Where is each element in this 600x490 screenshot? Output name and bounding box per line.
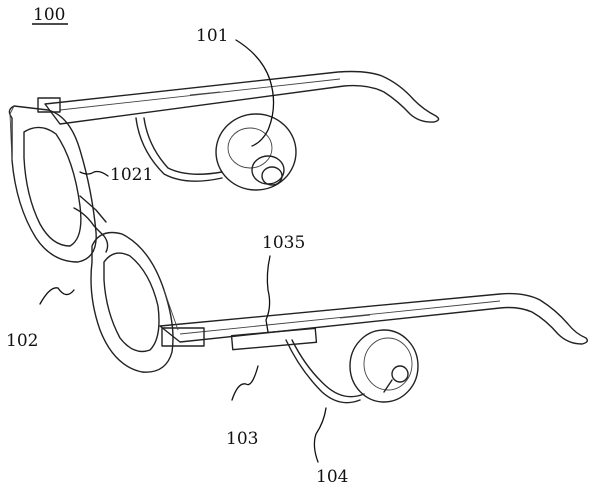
- lower-hinge: [161, 327, 205, 347]
- label-104: 104: [316, 467, 348, 487]
- label-1035: 1035: [262, 233, 305, 253]
- leader-104: [313, 407, 327, 463]
- upper-earbud: [135, 113, 297, 191]
- leader-1021: [79, 170, 109, 177]
- figure-number: 100: [32, 5, 68, 25]
- temple-module: [230, 327, 318, 351]
- label-103: 103: [226, 429, 258, 449]
- upper-temple-arm: [37, 70, 440, 125]
- bridge: [73, 195, 109, 253]
- leader-102: [39, 287, 75, 305]
- figure-number-text: 100: [33, 5, 65, 25]
- upper-hinge: [37, 97, 61, 113]
- lower-temple-arm: [159, 292, 589, 347]
- leader-1035: [265, 255, 271, 333]
- label-102: 102: [6, 331, 38, 351]
- label-1021: 1021: [110, 165, 153, 185]
- right-rim: [90, 231, 179, 373]
- leader-101: [235, 39, 275, 147]
- lower-earbud: [285, 329, 419, 404]
- left-rim: [8, 105, 97, 263]
- leader-103: [231, 365, 259, 401]
- label-101: 101: [196, 26, 228, 46]
